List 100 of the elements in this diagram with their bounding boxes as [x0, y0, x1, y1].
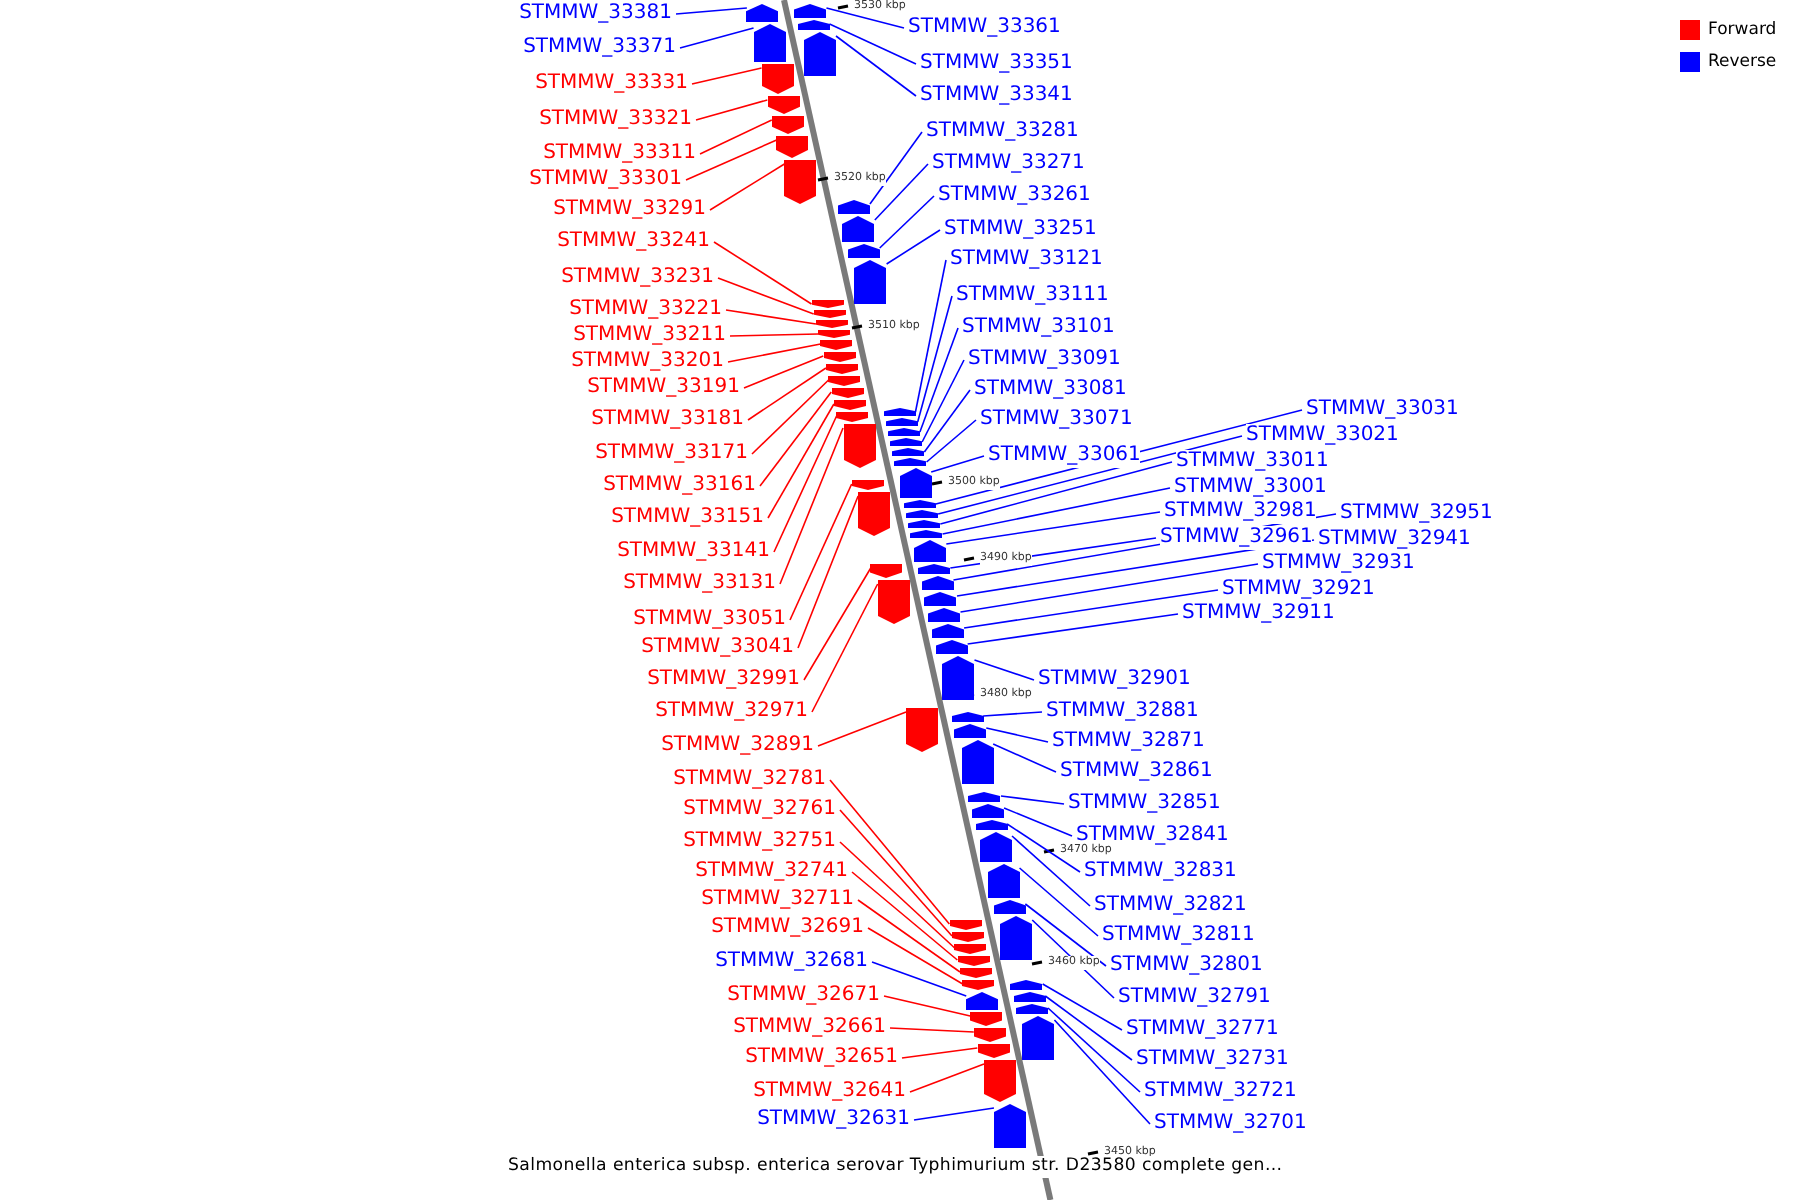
gene-label: STMMW_32821 [1094, 894, 1247, 918]
leader-line [709, 163, 786, 211]
leader-line [797, 495, 859, 649]
gene-label: STMMW_33381 [519, 2, 672, 26]
leader-line [1044, 995, 1133, 1061]
gene-label: STMMW_33171 [595, 442, 748, 466]
gene-block [776, 136, 809, 158]
legend-label: Forward [1708, 20, 1777, 40]
leader-line [883, 995, 971, 1017]
leader-line [889, 1027, 975, 1033]
leader-line [1053, 1019, 1151, 1125]
gene-label: STMMW_33271 [932, 152, 1085, 176]
leader-line [973, 659, 1035, 681]
leader-line [982, 711, 1043, 717]
leader-line [789, 483, 853, 621]
leader-line [675, 7, 748, 15]
gene-label: STMMW_32931 [1262, 552, 1415, 576]
gene-label: STMMW_33211 [573, 324, 726, 348]
gene-block [908, 520, 941, 528]
gene-label: STMMW_33041 [641, 636, 794, 660]
gene-block [836, 412, 869, 422]
gene-label: STMMW_33021 [1246, 424, 1399, 448]
leader-line [779, 427, 844, 585]
gene-label: STMMW_32881 [1046, 700, 1199, 724]
gene-label: STMMW_33351 [920, 52, 1073, 76]
gene-label: STMMW_33311 [543, 142, 696, 166]
leader-line [1006, 823, 1081, 873]
leader-line [909, 1063, 985, 1093]
leader-line [1024, 903, 1107, 967]
gene-label: STMMW_32651 [745, 1046, 898, 1070]
gene-label: STMMW_33161 [603, 474, 756, 498]
gene-label: STMMW_33071 [980, 408, 1133, 432]
leader-line [751, 379, 830, 455]
gene-block [972, 804, 1005, 818]
gene-block [966, 992, 999, 1010]
gene-label: STMMW_33081 [974, 378, 1127, 402]
gene-label: STMMW_33181 [591, 408, 744, 432]
gene-label: STMMW_32941 [1318, 528, 1471, 552]
gene-block [825, 364, 858, 374]
gene-label: STMMW_32901 [1038, 668, 1191, 692]
gene-block [973, 1028, 1006, 1042]
gene-block [906, 510, 939, 518]
gene-block [761, 64, 794, 94]
leader-line [959, 563, 1259, 613]
gene-block [890, 438, 923, 446]
gene-block [771, 116, 804, 134]
gene-block [952, 932, 984, 942]
gene-block [767, 96, 800, 114]
gene-label: STMMW_33321 [539, 108, 692, 132]
gene-block [833, 400, 866, 410]
gene-label: STMMW_33231 [561, 266, 714, 290]
leader-line [1003, 807, 1073, 837]
gene-label: STMMW_33371 [523, 36, 676, 60]
leader-line [857, 899, 961, 973]
gene-block [831, 388, 864, 398]
leader-line [921, 359, 965, 443]
leader-line [773, 415, 838, 553]
gene-block [813, 310, 846, 318]
gene-block [828, 376, 861, 386]
gene-label: STMMW_33331 [535, 72, 688, 96]
gene-block [1015, 1004, 1048, 1014]
gene-label: STMMW_33291 [553, 198, 706, 222]
gene-block [746, 4, 779, 22]
gene-label: STMMW_32991 [647, 668, 800, 692]
gene-block [935, 640, 968, 654]
leader-line [919, 327, 959, 433]
leader-line [1047, 1007, 1141, 1093]
leader-line [825, 7, 905, 29]
legend-label: Reverse [1708, 52, 1777, 72]
gene-label: STMMW_33191 [587, 376, 740, 400]
leader-line [871, 961, 967, 997]
gene-label: STMMW_32891 [661, 734, 814, 758]
leader-line [713, 241, 813, 305]
gene-label: STMMW_32641 [753, 1080, 906, 1104]
gene-block [993, 1104, 1026, 1148]
gene-block [960, 968, 992, 978]
leader-line [685, 139, 778, 181]
gene-label: STMMW_33111 [956, 284, 1109, 308]
leader-line [817, 711, 907, 747]
gene-block [851, 480, 884, 490]
gene-block [957, 956, 990, 966]
gene-block [811, 300, 844, 308]
gene-block [815, 320, 848, 328]
leader-line [966, 613, 1179, 645]
leader-line [925, 419, 977, 463]
gene-label: STMMW_33361 [908, 16, 1061, 40]
leader-line [839, 809, 953, 937]
gene-block [837, 200, 870, 214]
gene-label: STMMW_32981 [1164, 500, 1317, 524]
gene-block [928, 608, 961, 622]
gene-block [823, 352, 856, 362]
leader-line [699, 119, 773, 155]
gene-label: STMMW_32741 [695, 860, 848, 884]
gene-label: STMMW_32711 [701, 888, 854, 912]
gene-label: STMMW_33001 [1174, 476, 1327, 500]
gene-label: STMMW_32921 [1222, 578, 1375, 602]
gene-label: STMMW_32671 [727, 984, 880, 1008]
gene-label: STMMW_32691 [711, 916, 864, 940]
gene-label: STMMW_32761 [683, 798, 836, 822]
gene-label: STMMW_32771 [1126, 1018, 1279, 1042]
